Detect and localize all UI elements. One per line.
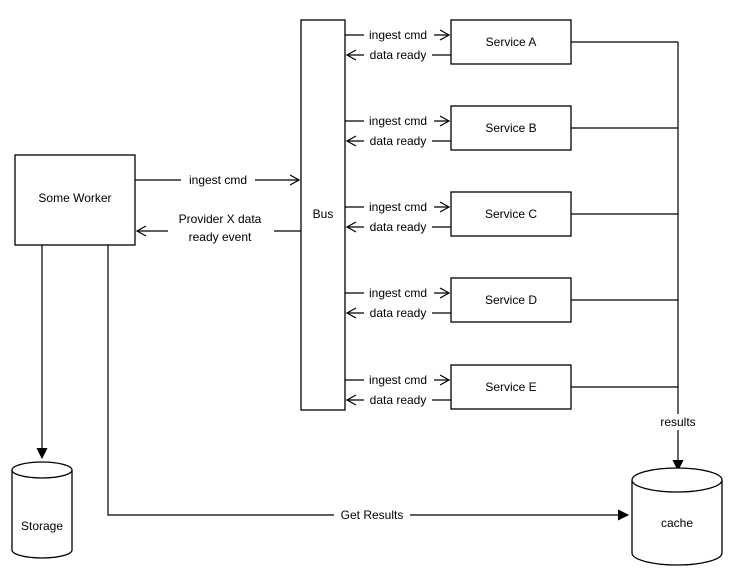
service-a-group: ingest cmd data ready Service A bbox=[345, 19, 678, 65]
service-d-group: ingest cmd data ready Service D bbox=[345, 277, 678, 323]
service-d-ready-label: data ready bbox=[370, 306, 427, 320]
edge-get-results: Get Results bbox=[107, 245, 628, 523]
edge-worker-ingest-cmd: ingest cmd bbox=[135, 172, 301, 188]
cache-node: cache bbox=[631, 467, 723, 566]
service-d-label: Service D bbox=[485, 293, 537, 307]
service-c-label: Service C bbox=[485, 207, 537, 221]
service-b-group: ingest cmd data ready Service B bbox=[345, 105, 678, 151]
service-a-box bbox=[450, 19, 572, 65]
service-e-ingest-label: ingest cmd bbox=[369, 373, 427, 387]
service-e-box bbox=[450, 364, 572, 410]
service-c-ready-label: data ready bbox=[370, 220, 427, 234]
service-b-label: Service B bbox=[485, 121, 536, 135]
edge-label-results: results bbox=[660, 415, 695, 429]
edge-provider-ready-event: Provider X data ready event bbox=[135, 210, 301, 244]
edge-label-provider-line2: ready event bbox=[189, 230, 252, 244]
service-c-ingest-label: ingest cmd bbox=[369, 200, 427, 214]
service-a-ready-label: data ready bbox=[370, 48, 427, 62]
storage-label: Storage bbox=[21, 519, 63, 533]
service-d-ingest-label: ingest cmd bbox=[369, 286, 427, 300]
service-a-label: Service A bbox=[486, 35, 537, 49]
some-worker-label: Some Worker bbox=[38, 191, 111, 205]
storage-node: Storage bbox=[11, 461, 73, 559]
service-b-ingest-label: ingest cmd bbox=[369, 114, 427, 128]
service-e-group: ingest cmd data ready Service E bbox=[345, 364, 678, 410]
cache-label: cache bbox=[661, 516, 693, 530]
edge-label-worker-ingest-cmd: ingest cmd bbox=[189, 173, 247, 187]
edge-label-get-results: Get Results bbox=[341, 508, 404, 522]
service-e-ready-label: data ready bbox=[370, 393, 427, 407]
service-c-group: ingest cmd data ready Service C bbox=[345, 191, 678, 237]
edge-results: results bbox=[654, 42, 702, 470]
bus-node: Bus bbox=[300, 19, 346, 411]
edge-label-provider-line1: Provider X data bbox=[179, 212, 262, 226]
services-group: ingest cmd data ready Service A ingest cmd d… bbox=[345, 19, 678, 410]
some-worker-node: Some Worker bbox=[14, 154, 136, 246]
service-e-label: Service E bbox=[485, 380, 536, 394]
service-a-ingest-label: ingest cmd bbox=[369, 28, 427, 42]
service-c-box bbox=[450, 191, 572, 237]
bus-label: Bus bbox=[313, 207, 334, 221]
service-b-ready-label: data ready bbox=[370, 134, 427, 148]
